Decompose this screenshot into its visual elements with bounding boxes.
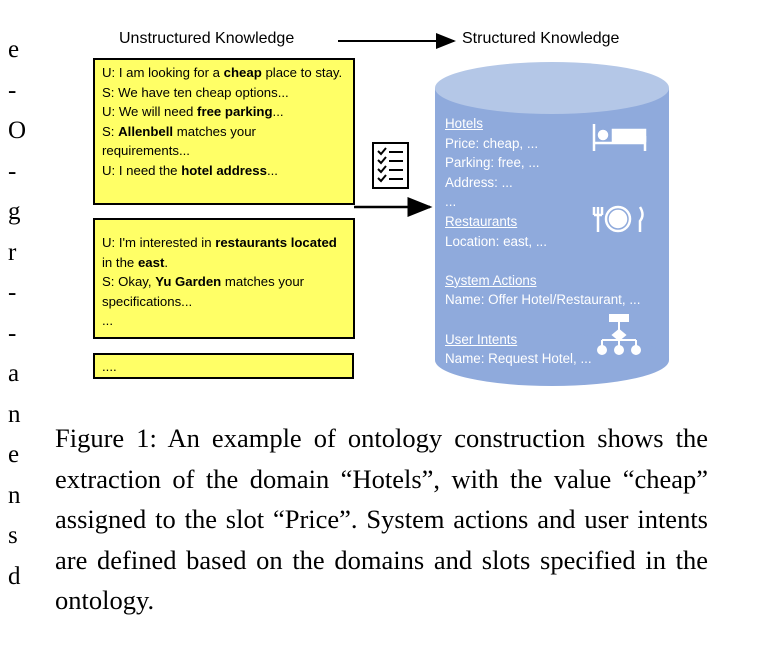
utterance-text: S: We have ten cheap options... — [102, 84, 289, 100]
utterance-text: . — [164, 254, 169, 270]
utterance-text: ... — [272, 104, 284, 120]
hotels-heading: Hotels — [445, 116, 483, 131]
utterance-text: ... — [266, 162, 278, 178]
dialogue1-line: S: We have ten cheap options... — [102, 83, 347, 103]
margin-fragment: - — [8, 157, 17, 185]
margin-fragment: d — [8, 562, 21, 590]
dialogue-more-text: .... — [102, 359, 117, 374]
dialogue-box-hotels: U: I am looking for a cheap place to sta… — [93, 58, 355, 205]
margin-fragment: - — [8, 279, 17, 306]
bold-keyword: restaurants located — [215, 235, 337, 250]
bed-icon — [592, 124, 647, 151]
margin-fragment: e — [8, 36, 20, 63]
utterance-text: ... — [102, 313, 113, 329]
dialogue1-line: U: I am looking for a cheap place to sta… — [102, 63, 347, 83]
diagram-graphics — [338, 33, 669, 386]
dialogue2-line: U: I'm interested in restaurants located… — [102, 233, 347, 272]
bold-keyword: Yu Garden — [155, 274, 222, 290]
margin-fragment: - — [8, 319, 17, 347]
margin-fragment: g — [8, 198, 21, 225]
hotels-parking: Parking: free, ... — [445, 155, 540, 171]
hotels-price: Price: cheap, ... — [445, 135, 539, 151]
hotels-address: Address: ... — [445, 174, 513, 190]
bold-keyword: cheap — [223, 65, 262, 80]
checklist-icon — [372, 142, 409, 189]
dialogue1-line: U: I need the hotel address... — [102, 161, 347, 181]
margin-fragment: a — [8, 360, 20, 387]
margin-fragment: O — [8, 117, 27, 144]
dining-icon — [592, 205, 644, 233]
dialogue1-line: S: Allenbell matches your requirements..… — [102, 122, 347, 161]
margin-fragment: n — [8, 481, 21, 509]
user-intents-name: Name: Request Hotel, ... — [445, 351, 592, 367]
margin-fragment: n — [8, 400, 21, 428]
structured-knowledge-label: Structured Knowledge — [462, 30, 620, 47]
utterance-text: U: I am looking for a — [102, 65, 224, 80]
dialogue2-line: S: Okay, Yu Garden matches your specific… — [102, 272, 347, 311]
user-intents-heading: User Intents — [445, 331, 518, 347]
utterance-text: place to stay. — [261, 65, 343, 80]
dialogue-box-more: .... — [93, 353, 354, 379]
utterance-text: U: I need the — [102, 162, 182, 178]
hierarchy-icon — [597, 314, 641, 355]
utterance-text: matches your requirements... — [102, 123, 256, 159]
utterance-text: matches your specifications... — [102, 274, 305, 309]
bold-keyword: Allenbell — [118, 123, 174, 139]
bold-keyword: east — [137, 254, 165, 270]
system-actions-heading: System Actions — [445, 272, 537, 288]
dialogue1-line: U: We will need free parking... — [102, 102, 347, 122]
system-actions-name: Name: Offer Hotel/Restaurant, ... — [445, 292, 641, 308]
margin-fragment: s — [8, 522, 18, 549]
bold-keyword: hotel address — [181, 162, 267, 178]
restaurants-location: Location: east, ... — [445, 233, 547, 249]
utterance-text: S: — [102, 123, 119, 139]
utterance-text: S: Okay, — [102, 274, 156, 290]
figure-caption: Figure 1: An example of ontology constru… — [55, 423, 708, 615]
utterance-text: in the — [102, 254, 138, 270]
database-text: Hotels Price: cheap, ... Parking: free, … — [445, 114, 641, 369]
margin-fragment: r — [8, 238, 17, 266]
margin-fragment: e — [8, 441, 20, 468]
margin-fragment: - — [8, 76, 17, 104]
dialogue-box-restaurants: U: I'm interested in restaurants located… — [93, 218, 355, 339]
utterance-text: U: We will need — [102, 104, 198, 120]
utterance-text: U: I'm interested in — [102, 235, 216, 250]
bold-keyword: free parking — [197, 104, 273, 120]
dialogue2-line: ... — [102, 311, 347, 331]
hotels-more: ... — [445, 194, 457, 210]
restaurants-heading: Restaurants — [445, 213, 518, 229]
unstructured-knowledge-label: Unstructured Knowledge — [119, 30, 295, 47]
